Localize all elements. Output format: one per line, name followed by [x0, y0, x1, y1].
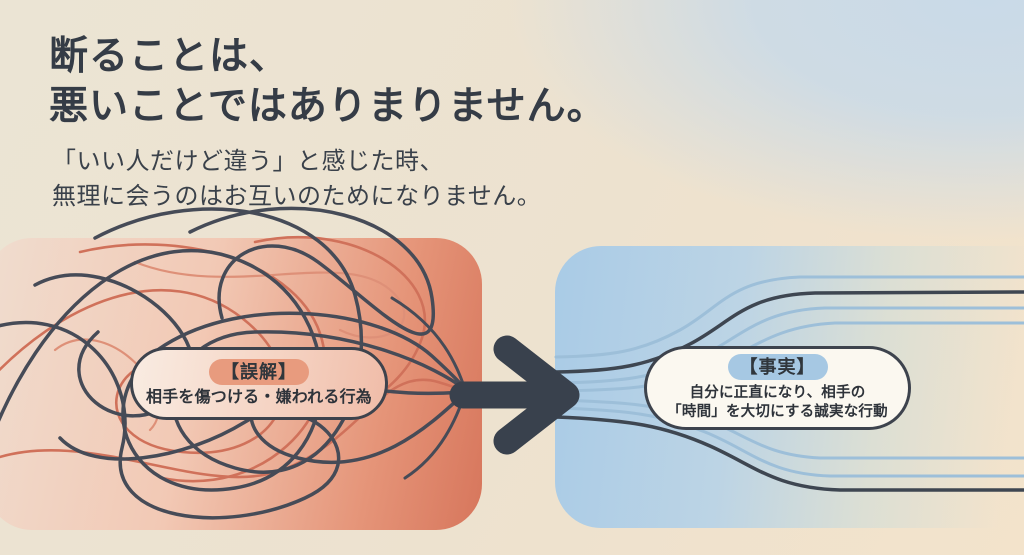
misconception-tag: 【誤解】	[209, 359, 309, 385]
page-subtitle: 「いい人だけど違う」と感じた時、 無理に会うのはお互いのためになりません。	[52, 144, 541, 214]
subtitle-line-2: 無理に会うのはお互いのためになりません。	[52, 183, 542, 210]
fact-tag: 【事実】	[727, 354, 828, 380]
subtitle-line-1: 「いい人だけど違う」と感じた時、	[52, 148, 444, 175]
page-title: 断ることは、 悪いことではありまりません。	[49, 32, 607, 132]
title-line-2: 悪いことではありまりません。	[49, 85, 607, 128]
fact-capsule: 【事実】 自分に正直になり、相手の 「時間」を大切にする誠実な行動	[644, 346, 911, 430]
misconception-capsule: 【誤解】 相手を傷つける・嫌われる行為	[130, 347, 388, 420]
fact-description-line-2: 「時間」を大切にする誠実な行動	[667, 404, 888, 420]
title-line-1: 断ることは、	[49, 35, 290, 78]
misconception-description: 相手を傷つける・嫌われる行為	[145, 389, 372, 406]
fact-description-line-1: 自分に正直になり、相手の	[689, 385, 866, 401]
